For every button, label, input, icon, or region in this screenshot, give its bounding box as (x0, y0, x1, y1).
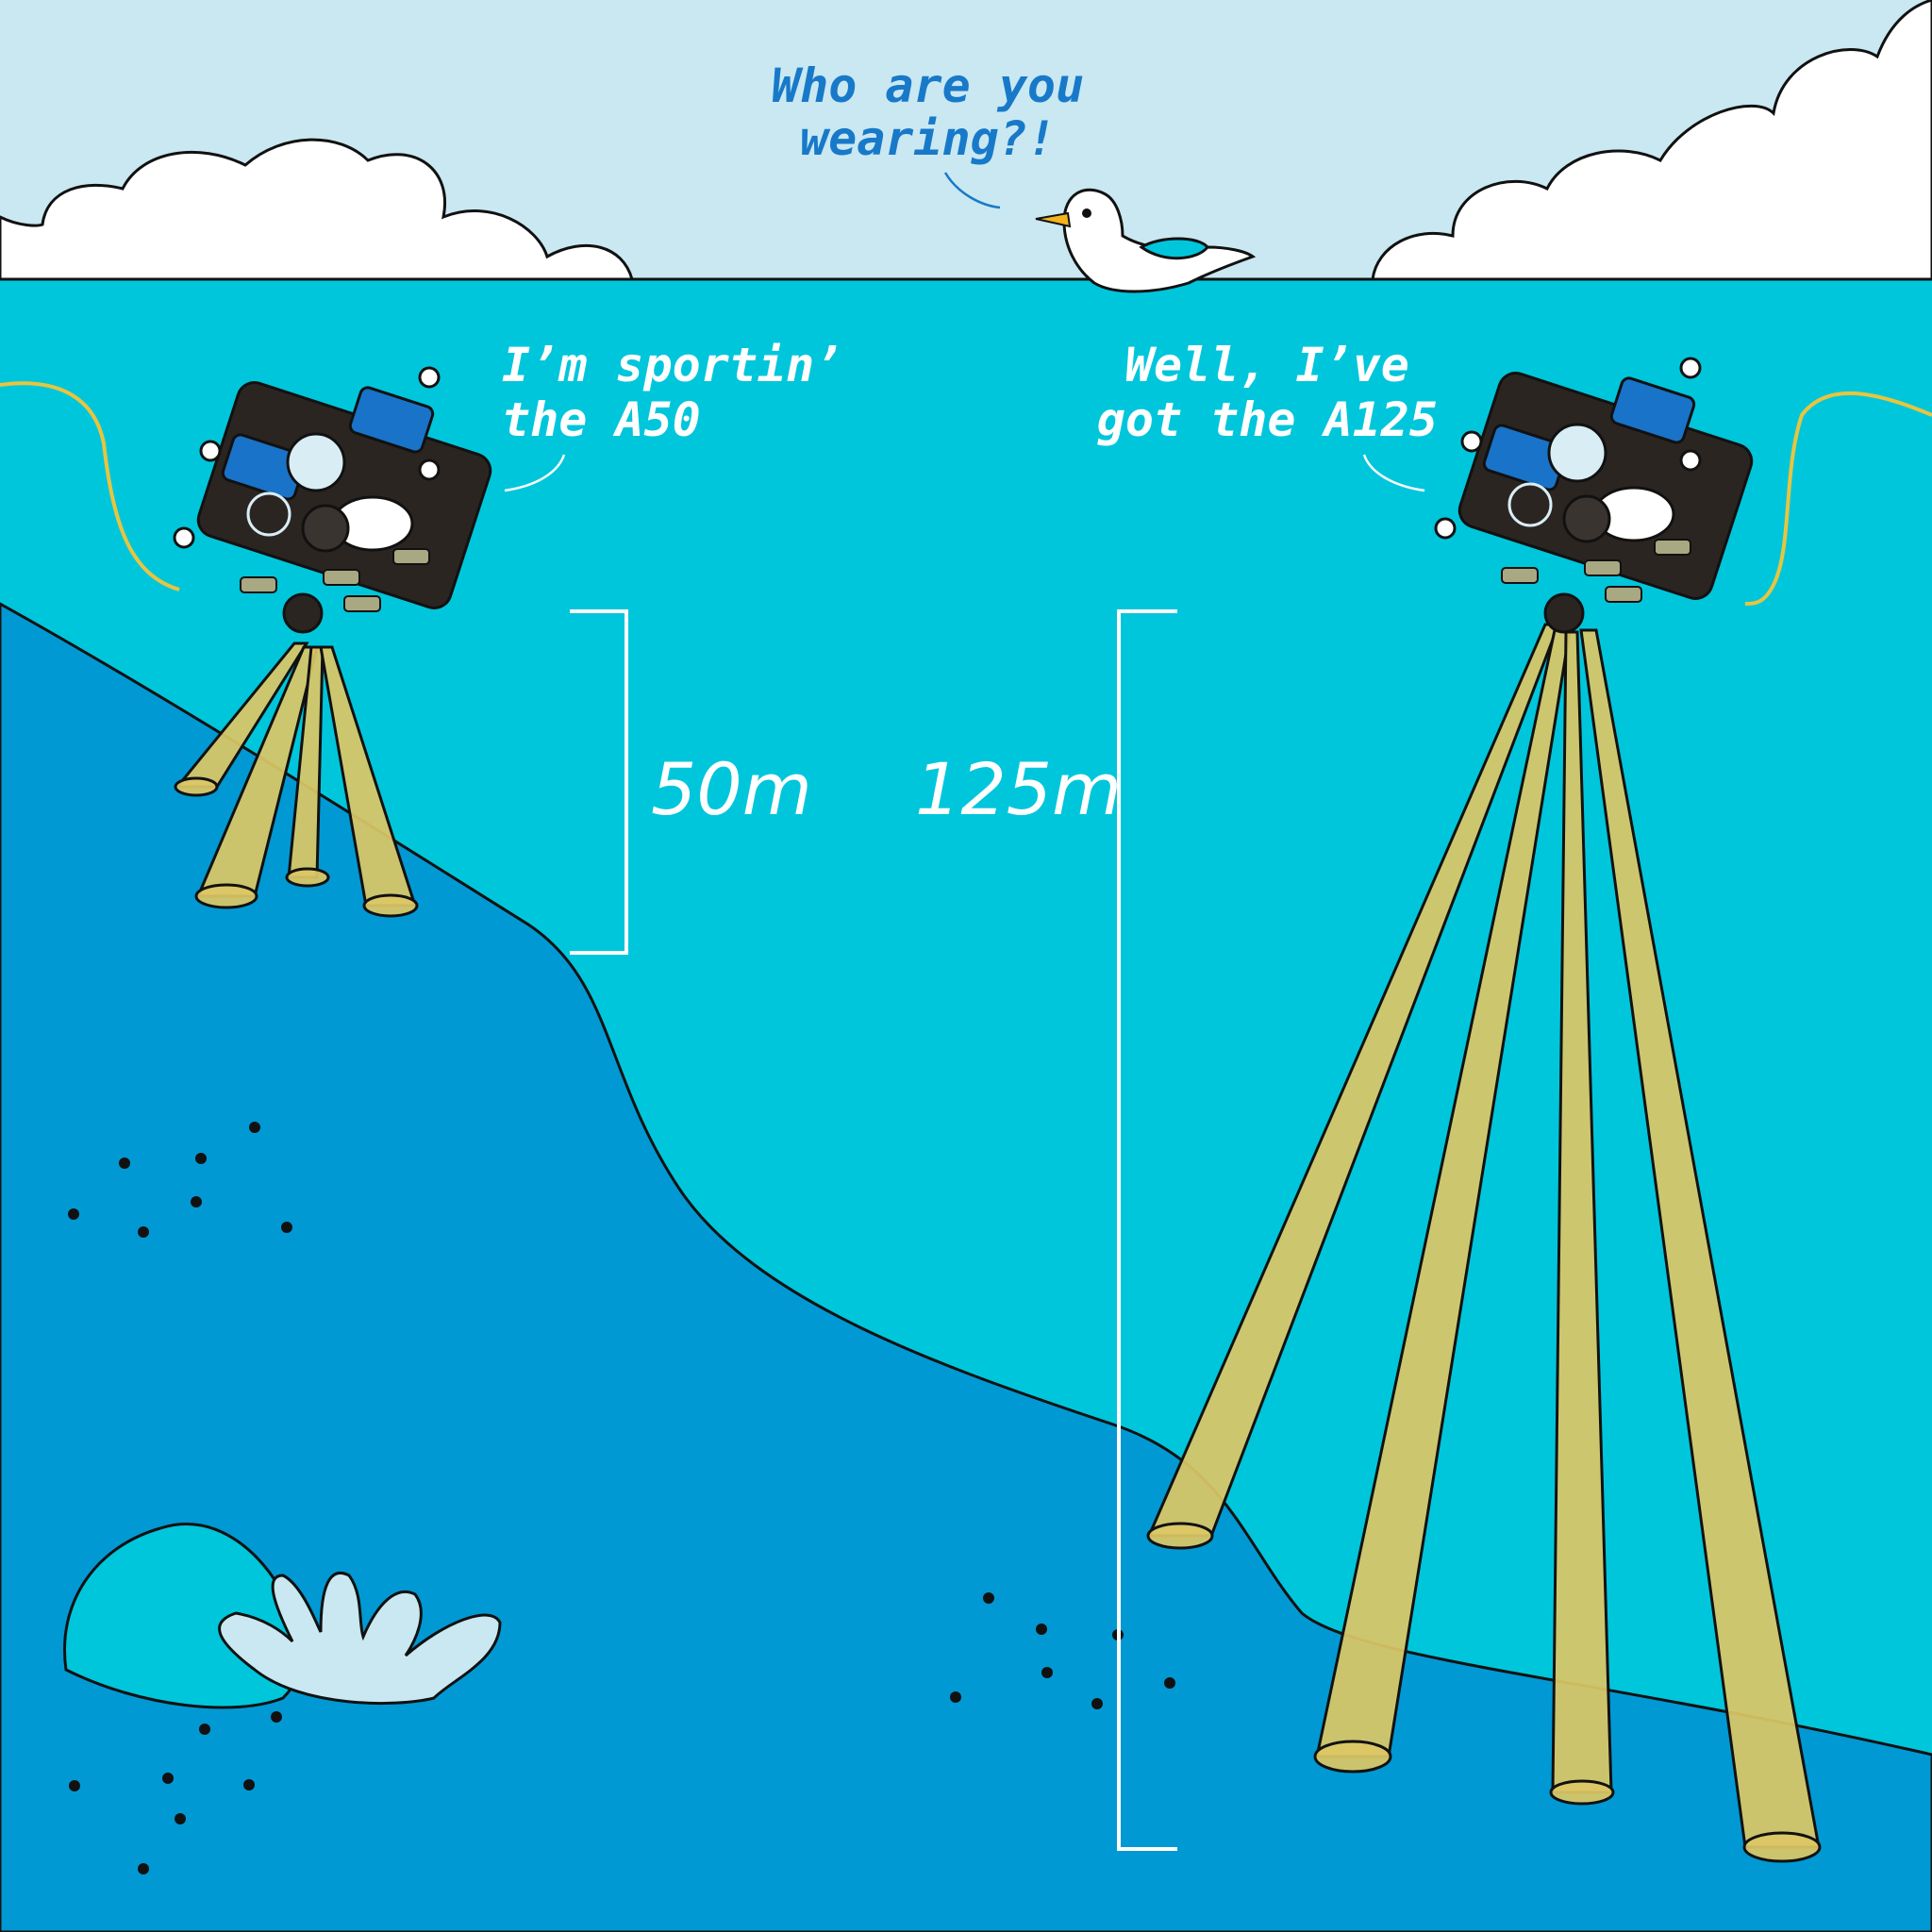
sediment-dots (68, 1122, 1175, 1874)
speech-tail-left (504, 454, 566, 492)
seagull-speech: Who are you wearing?! (772, 58, 1112, 166)
cloud-right (1371, 0, 1932, 281)
left-drone-speech-line-2: the A50 (502, 392, 701, 447)
tether-left (0, 381, 180, 591)
depth-bracket-right (1117, 609, 1177, 1851)
depth-label-left: 50m (651, 747, 812, 831)
seagull-eye (1082, 208, 1091, 218)
cloud-left (0, 138, 634, 281)
seagull-speech-line-1: Who are you (772, 58, 1084, 113)
seagull-beak (1035, 211, 1072, 228)
seagull (1035, 188, 1257, 293)
speech-tail-seagull (943, 172, 1001, 209)
beams-right (1146, 623, 1822, 1863)
left-drone-speech-line-1: I’m sportin’ (502, 338, 842, 392)
seabed (0, 602, 1932, 1932)
seagull-wing (1139, 237, 1209, 260)
left-drone-speech: I’m sportin’ the A50 (502, 338, 871, 447)
rov-drone-a125 (1434, 357, 1754, 634)
speech-tail-right (1362, 454, 1425, 492)
coral-hand (218, 1572, 502, 1706)
right-drone-speech: Well, I’ve got the A125 (1097, 338, 1438, 447)
depth-label-right: 125m (915, 747, 1122, 831)
beams-left (174, 641, 419, 918)
depth-bracket-left (570, 609, 628, 955)
tether-right (1744, 391, 1932, 606)
rov-drone-a50 (173, 366, 492, 634)
right-drone-speech-line-2: got the A125 (1097, 392, 1438, 447)
right-drone-speech-line-1: Well, I’ve (1125, 338, 1409, 392)
seagull-speech-line-2: wearing?! (800, 111, 1056, 166)
